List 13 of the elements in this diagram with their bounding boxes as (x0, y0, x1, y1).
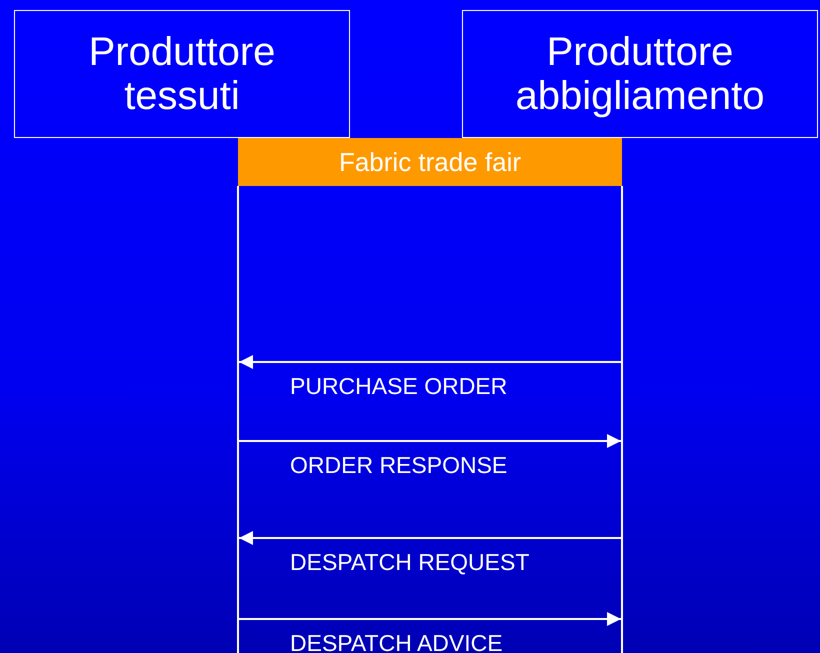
message-label: DESPATCH ADVICE (290, 630, 503, 653)
message-arrow (239, 531, 621, 545)
participant-box: Produttore tessuti (14, 10, 350, 138)
lifeline (621, 186, 623, 653)
participant-box: Produttore abbigliamento (462, 10, 818, 138)
message-arrow (239, 612, 621, 626)
lifeline (237, 186, 239, 653)
message-arrow (239, 355, 621, 369)
message-label: DESPATCH REQUEST (290, 549, 530, 576)
message-label: PURCHASE ORDER (290, 373, 508, 400)
phase-band: Fabric trade fair (238, 138, 622, 186)
message-arrow (239, 434, 621, 448)
message-label: ORDER RESPONSE (290, 452, 508, 479)
